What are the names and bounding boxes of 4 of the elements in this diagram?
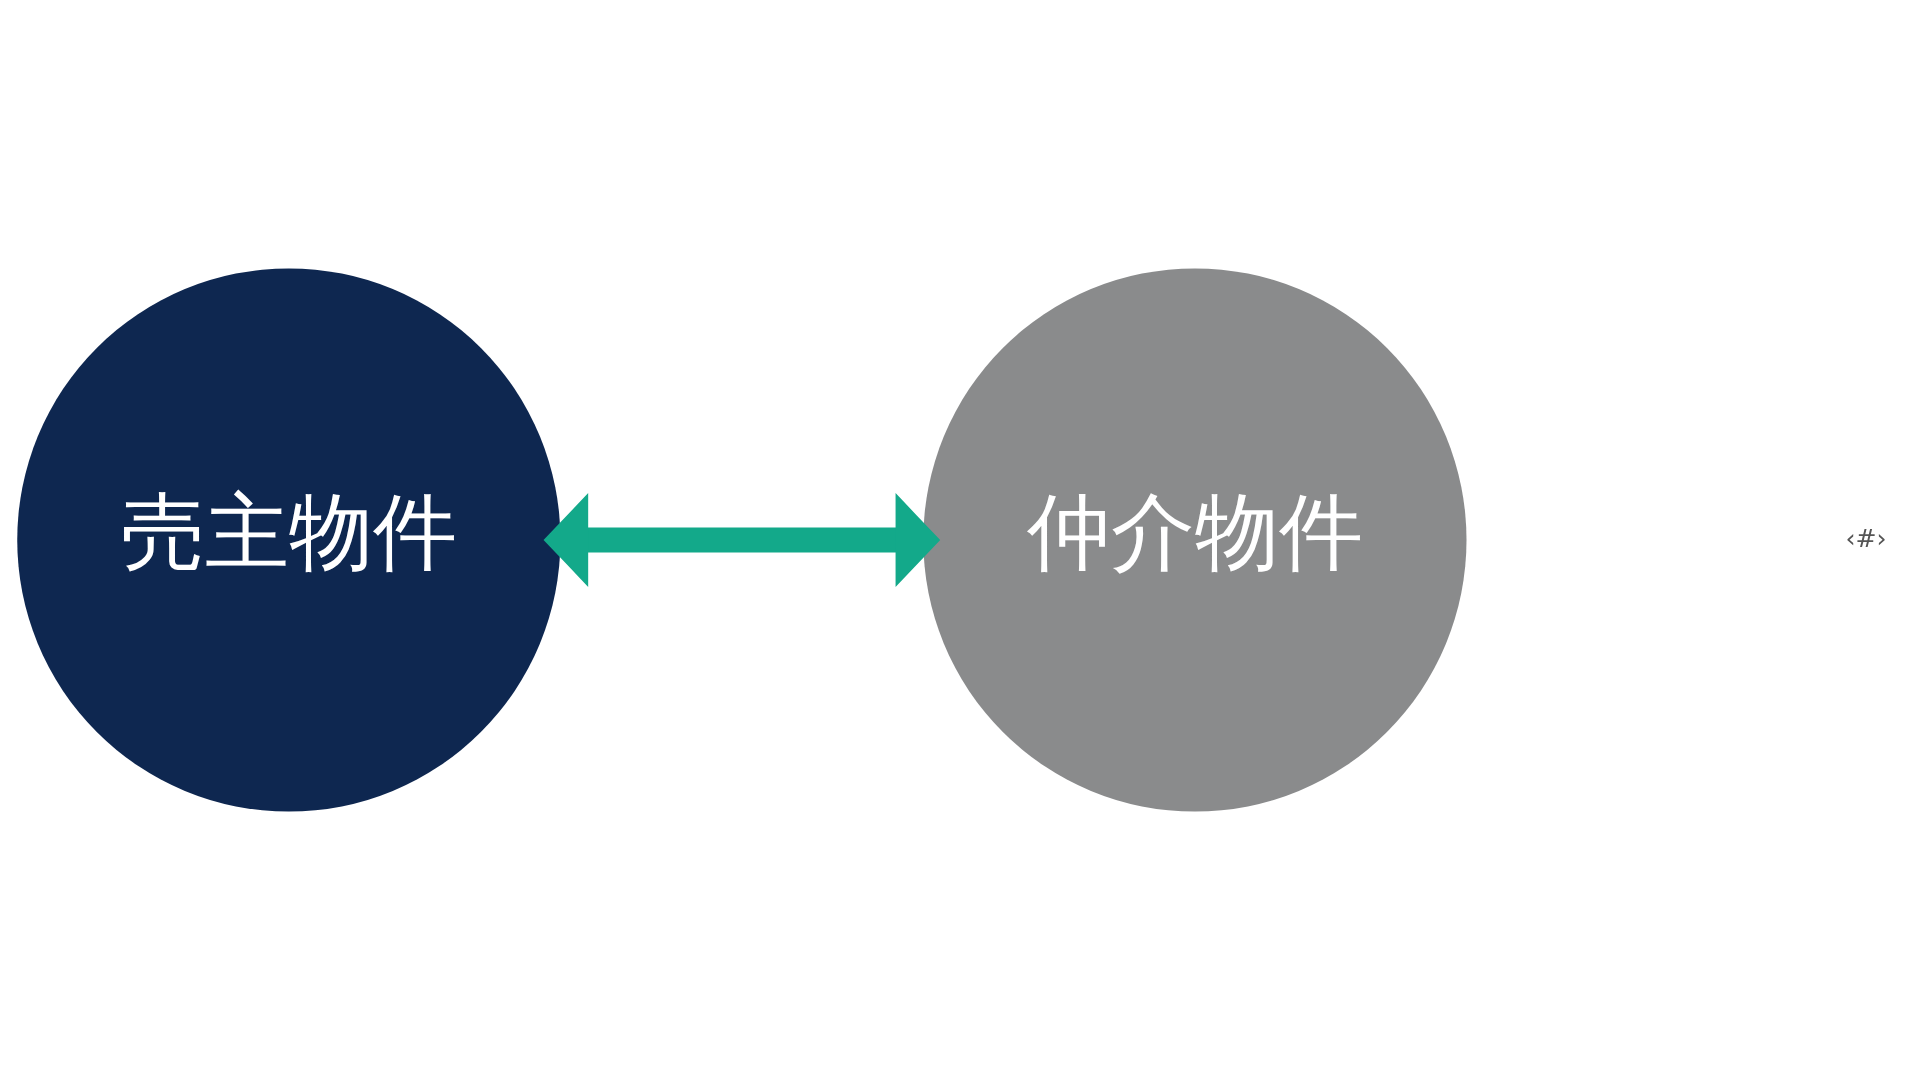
node-circle: 仲介物件 <box>923 268 1467 812</box>
arrow <box>543 493 941 587</box>
label: ‹#› <box>1845 523 1887 553</box>
node-circle: 売主物件 <box>17 268 561 812</box>
